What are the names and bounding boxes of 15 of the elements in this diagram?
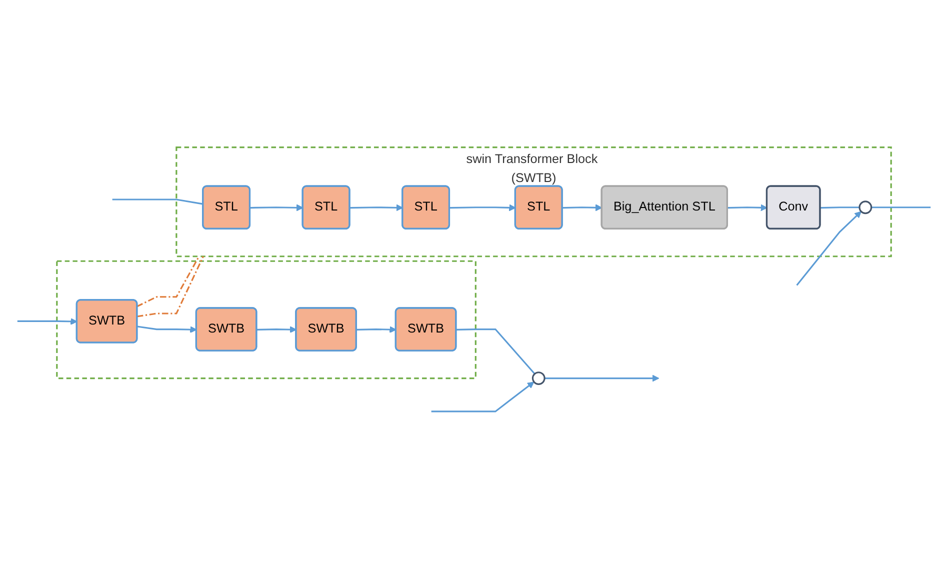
node-circle bbox=[858, 201, 872, 214]
arrow bbox=[256, 326, 297, 334]
arrow bbox=[562, 204, 602, 212]
node-circle bbox=[532, 372, 546, 386]
arrow bbox=[431, 382, 534, 413]
arrow bbox=[356, 326, 396, 334]
arrow bbox=[728, 204, 768, 212]
arrow bbox=[350, 204, 404, 212]
arrow bbox=[544, 375, 660, 382]
cluster bbox=[56, 260, 476, 380]
arrow bbox=[250, 204, 304, 212]
arrow bbox=[796, 211, 862, 286]
arrow bbox=[137, 326, 197, 334]
arrow bbox=[17, 318, 78, 326]
arrow bbox=[450, 204, 516, 212]
